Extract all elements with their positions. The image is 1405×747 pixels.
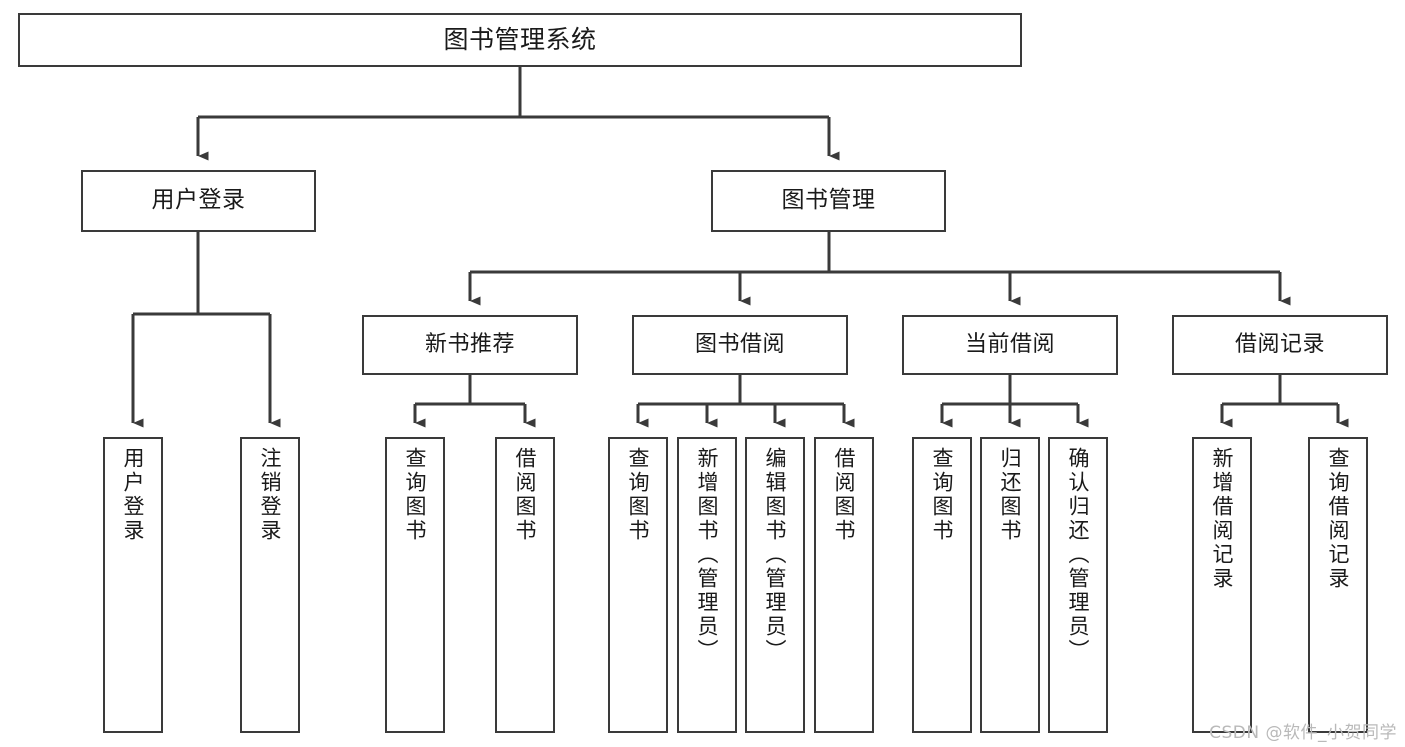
node-label: 注销登录 [258,447,283,543]
node-label: 新增图书（管理员） [695,447,720,663]
node-label: 查询图书 [403,447,428,543]
leaf-current-borrow-confirm-return-admin[interactable]: 确认归还（管理员） [1048,437,1108,733]
node-root-book-management-system[interactable]: 图书管理系统 [18,13,1022,67]
node-label: 查询图书 [626,447,651,543]
leaf-current-borrow-return-book[interactable]: 归还图书 [980,437,1040,733]
node-label: 图书管理系统 [443,25,597,55]
leaf-current-borrow-query-book[interactable]: 查询图书 [912,437,972,733]
node-label: 编辑图书（管理员） [763,447,788,663]
node-label: 图书借阅 [694,332,785,358]
node-label: 新书推荐 [424,332,515,358]
leaf-book-borrow-borrow-book[interactable]: 借阅图书 [814,437,874,733]
node-label: 用户登录 [121,447,146,543]
node-label: 借阅记录 [1234,332,1325,358]
node-label: 归还图书 [998,447,1023,543]
node-label: 确认归还（管理员） [1066,447,1091,663]
leaf-borrow-record-add-record[interactable]: 新增借阅记录 [1192,437,1252,733]
node-book-management[interactable]: 图书管理 [711,170,946,232]
leaf-book-borrow-add-book-admin[interactable]: 新增图书（管理员） [677,437,737,733]
leaf-new-book-query-book[interactable]: 查询图书 [385,437,445,733]
node-book-borrow[interactable]: 图书借阅 [632,315,848,375]
leaf-user-login-login[interactable]: 用户登录 [103,437,163,733]
node-label: 查询图书 [930,447,955,543]
node-label: 当前借阅 [964,332,1055,358]
leaf-new-book-borrow-book[interactable]: 借阅图书 [495,437,555,733]
node-user-login[interactable]: 用户登录 [81,170,316,232]
leaf-book-borrow-query-book[interactable]: 查询图书 [608,437,668,733]
leaf-user-login-logout[interactable]: 注销登录 [240,437,300,733]
leaf-book-borrow-edit-book-admin[interactable]: 编辑图书（管理员） [745,437,805,733]
node-current-borrow[interactable]: 当前借阅 [902,315,1118,375]
node-label: 查询借阅记录 [1326,447,1351,591]
node-label: 借阅图书 [513,447,538,543]
node-label: 借阅图书 [832,447,857,543]
csdn-watermark: CSDN @软件_小贺同学 [1209,723,1397,743]
node-label: 图书管理 [781,187,876,214]
leaf-borrow-record-query-record[interactable]: 查询借阅记录 [1308,437,1368,733]
node-label: 新增借阅记录 [1210,447,1235,591]
node-label: 用户登录 [151,187,246,214]
node-borrow-record[interactable]: 借阅记录 [1172,315,1388,375]
node-new-book-recommend[interactable]: 新书推荐 [362,315,578,375]
